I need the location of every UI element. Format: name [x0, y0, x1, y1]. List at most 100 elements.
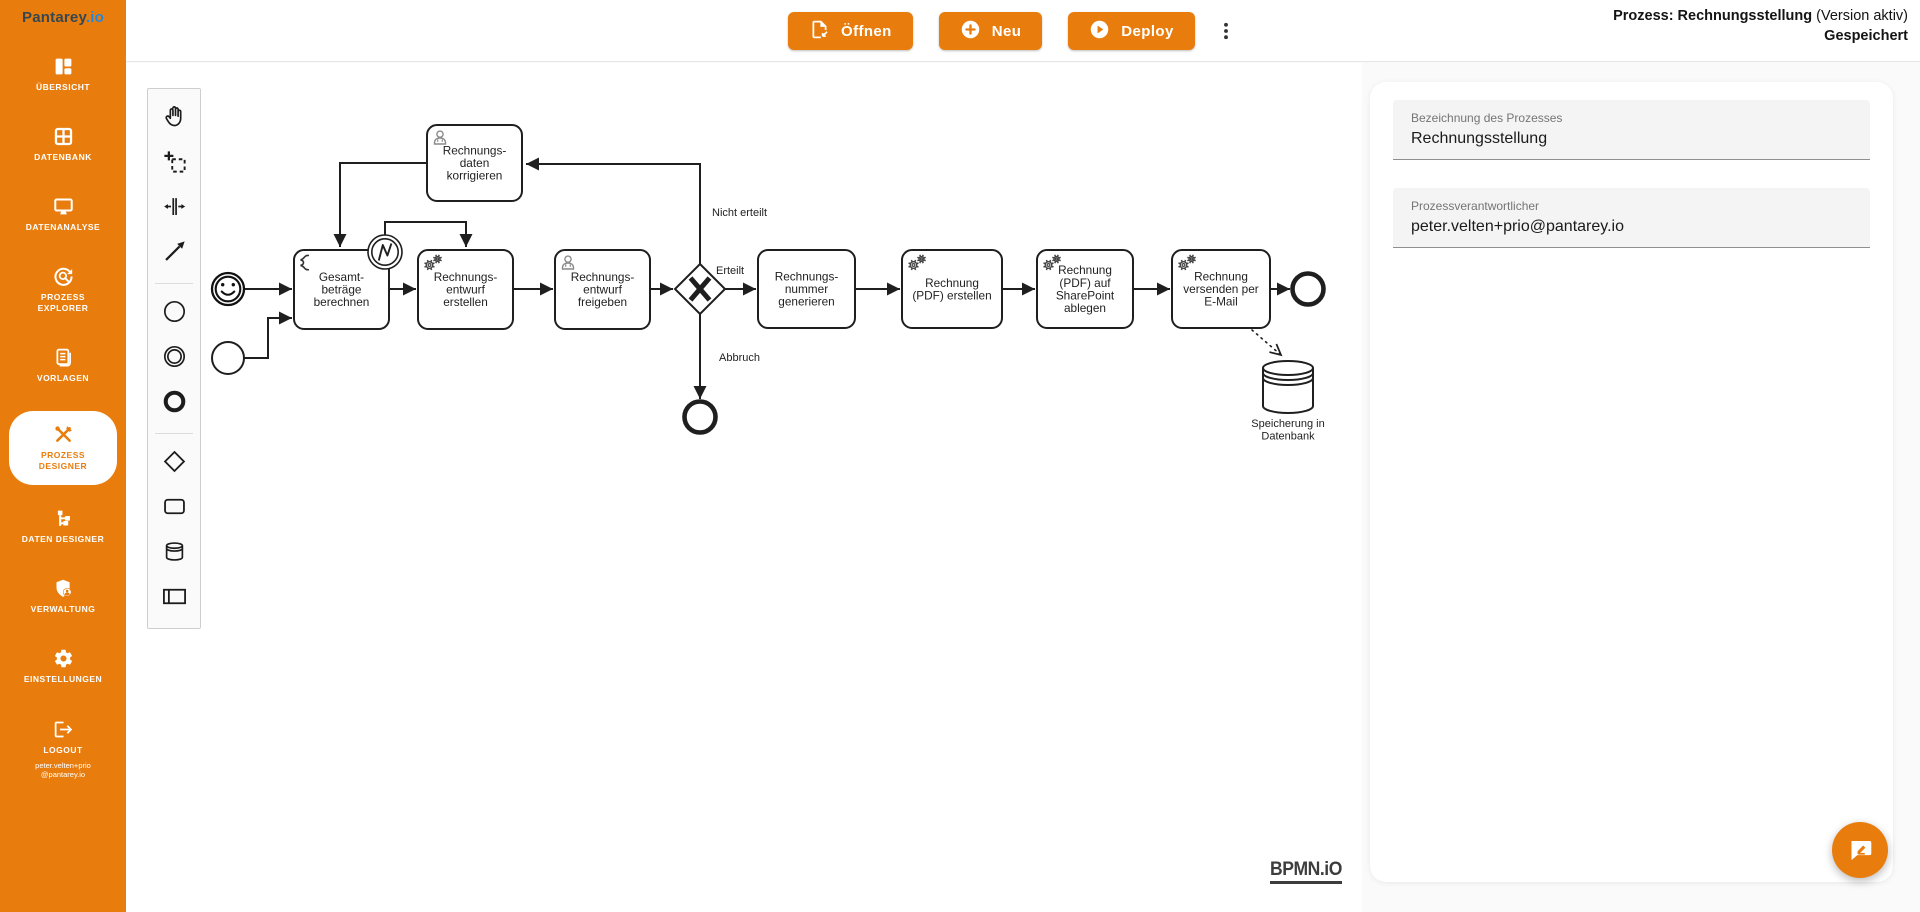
sidebar-item-label: EINSTELLUNGEN	[23, 674, 103, 685]
oeffnen-button[interactable]: Öffnen	[788, 12, 913, 50]
toolbar-actions: Öffnen Neu Deploy	[788, 12, 1195, 50]
task-label: daten	[460, 156, 490, 170]
task-label: Rechnungs-	[775, 270, 839, 284]
field-label: Prozessverantwortlicher	[1411, 199, 1540, 213]
bpmn-end-event-final[interactable]	[1290, 271, 1326, 307]
palette-create-intermediate-event[interactable]	[151, 336, 197, 381]
task-label: freigeben	[578, 295, 627, 309]
palette-create-participant[interactable]	[151, 576, 197, 621]
bpmn-end-event-abbruch[interactable]	[682, 399, 718, 435]
bpmn-start-event-plain[interactable]	[211, 341, 245, 375]
task-label: generieren	[778, 295, 834, 309]
topbar: Öffnen Neu Deploy Prozess: Rechnungsstellu…	[126, 0, 1920, 62]
bpmn-task-rechnung-pdf-erstellen[interactable]: Rechnung(PDF) erstellen	[901, 249, 1003, 329]
sidebar-item-verwaltung[interactable]: VERWALTUNG	[9, 572, 117, 621]
bpmn-gateway-exclusive-gateway[interactable]	[673, 262, 727, 316]
sidebar-nav: ÜBERSICHT DATENBANK DATENANALYSE PROZESS EX…	[0, 50, 126, 807]
palette-separator	[155, 433, 193, 434]
end-event-icon	[161, 388, 188, 420]
task-label: Gesamt-	[319, 270, 364, 284]
palette-create-data-store[interactable]	[151, 531, 197, 576]
task-label: korrigieren	[447, 169, 503, 183]
participant-icon	[161, 583, 188, 615]
task-label: Rechnungs-	[443, 144, 507, 158]
play-circle-icon	[1089, 19, 1110, 44]
hand-tool-icon	[161, 103, 188, 135]
sidebar-item-daten-designer[interactable]: DATEN DESIGNER	[9, 502, 117, 551]
button-label: Deploy	[1121, 22, 1174, 40]
shield-user-icon	[53, 578, 74, 599]
sidebar-item-uebersicht[interactable]: ÜBERSICHT	[9, 50, 117, 99]
deploy-button[interactable]: Deploy	[1068, 12, 1195, 50]
data-designer-icon	[53, 508, 74, 529]
palette-create-end-event[interactable]	[151, 381, 197, 426]
bpmn-io-watermark: BPMN.iO	[1269, 858, 1342, 884]
palette-space-tool[interactable]	[151, 186, 197, 231]
sequence-flow[interactable]	[384, 221, 473, 247]
plus-circle-icon	[960, 19, 981, 44]
sidebar-item-label: DATENANALYSE	[25, 222, 101, 233]
sidebar-item-datenanalyse[interactable]: DATENANALYSE	[9, 190, 117, 239]
bpmn-start-event-smiley[interactable]	[210, 271, 246, 307]
task-label: (PDF) auf	[1059, 276, 1111, 290]
palette-separator	[155, 283, 193, 284]
task-label: Rechnungs-	[434, 270, 498, 284]
sidebar-item-prozess-designer[interactable]: PROZESS DESIGNER	[9, 411, 117, 486]
neu-button[interactable]: Neu	[938, 12, 1043, 50]
palette-create-gateway[interactable]	[151, 441, 197, 486]
bpmn-boundary-error-event[interactable]	[367, 234, 403, 270]
task-label: ablegen	[1064, 301, 1106, 315]
version-label: (Version aktiv)	[1816, 8, 1908, 24]
monitor-icon	[53, 196, 74, 217]
templates-icon	[53, 347, 74, 368]
task-label: erstellen	[443, 295, 488, 309]
field-value: Rechnungsstellung	[1411, 130, 1548, 147]
palette-global-connect-tool[interactable]	[151, 231, 197, 276]
sidebar-item-datenbank[interactable]: DATENBANK	[9, 120, 117, 169]
sequence-flow[interactable]	[526, 157, 701, 264]
tools-icon	[53, 424, 74, 445]
field-label: Bezeichnung des Prozesses	[1411, 111, 1563, 125]
sidebar-item-prozess-explorer[interactable]: PROZESS EXPLORER	[9, 260, 117, 320]
datastore-label: Speicherung in	[1251, 418, 1324, 430]
palette-lasso-tool[interactable]	[151, 141, 197, 186]
more-options-button[interactable]	[1214, 13, 1238, 49]
task-label: entwurf	[583, 283, 622, 297]
data-association-flow[interactable]	[1251, 329, 1283, 357]
gateway-icon	[161, 448, 188, 480]
lasso-tool-icon	[161, 148, 188, 180]
palette-hand-tool[interactable]	[151, 96, 197, 141]
task-label: berechnen	[314, 295, 370, 309]
sidebar-item-label: PROZESS DESIGNER	[38, 450, 88, 472]
save-status: Gespeichert	[1824, 28, 1908, 44]
sidebar-item-label: DATEN DESIGNER	[21, 534, 105, 545]
palette-create-start-event[interactable]	[151, 291, 197, 336]
palette-create-task[interactable]	[151, 486, 197, 531]
sidebar-item-einstellungen[interactable]: EINSTELLUNGEN	[9, 642, 117, 691]
process-header: Prozess: Rechnungsstellung (Version akti…	[1613, 6, 1908, 46]
sequence-flow[interactable]	[244, 311, 292, 359]
sidebar-item-label: PROZESS EXPLORER	[37, 292, 89, 314]
task-label: Rechnung	[1194, 270, 1248, 284]
flow-label-nicht-erteilt: Nicht erteilt	[712, 207, 767, 219]
connect-tool-icon	[161, 238, 188, 270]
button-label: Neu	[991, 22, 1022, 40]
sequence-flow[interactable]	[333, 162, 427, 247]
gear-icon	[53, 648, 74, 669]
feedback-fab-button[interactable]	[1832, 822, 1888, 878]
sidebar-item-vorlagen[interactable]: VORLAGEN	[9, 341, 117, 390]
